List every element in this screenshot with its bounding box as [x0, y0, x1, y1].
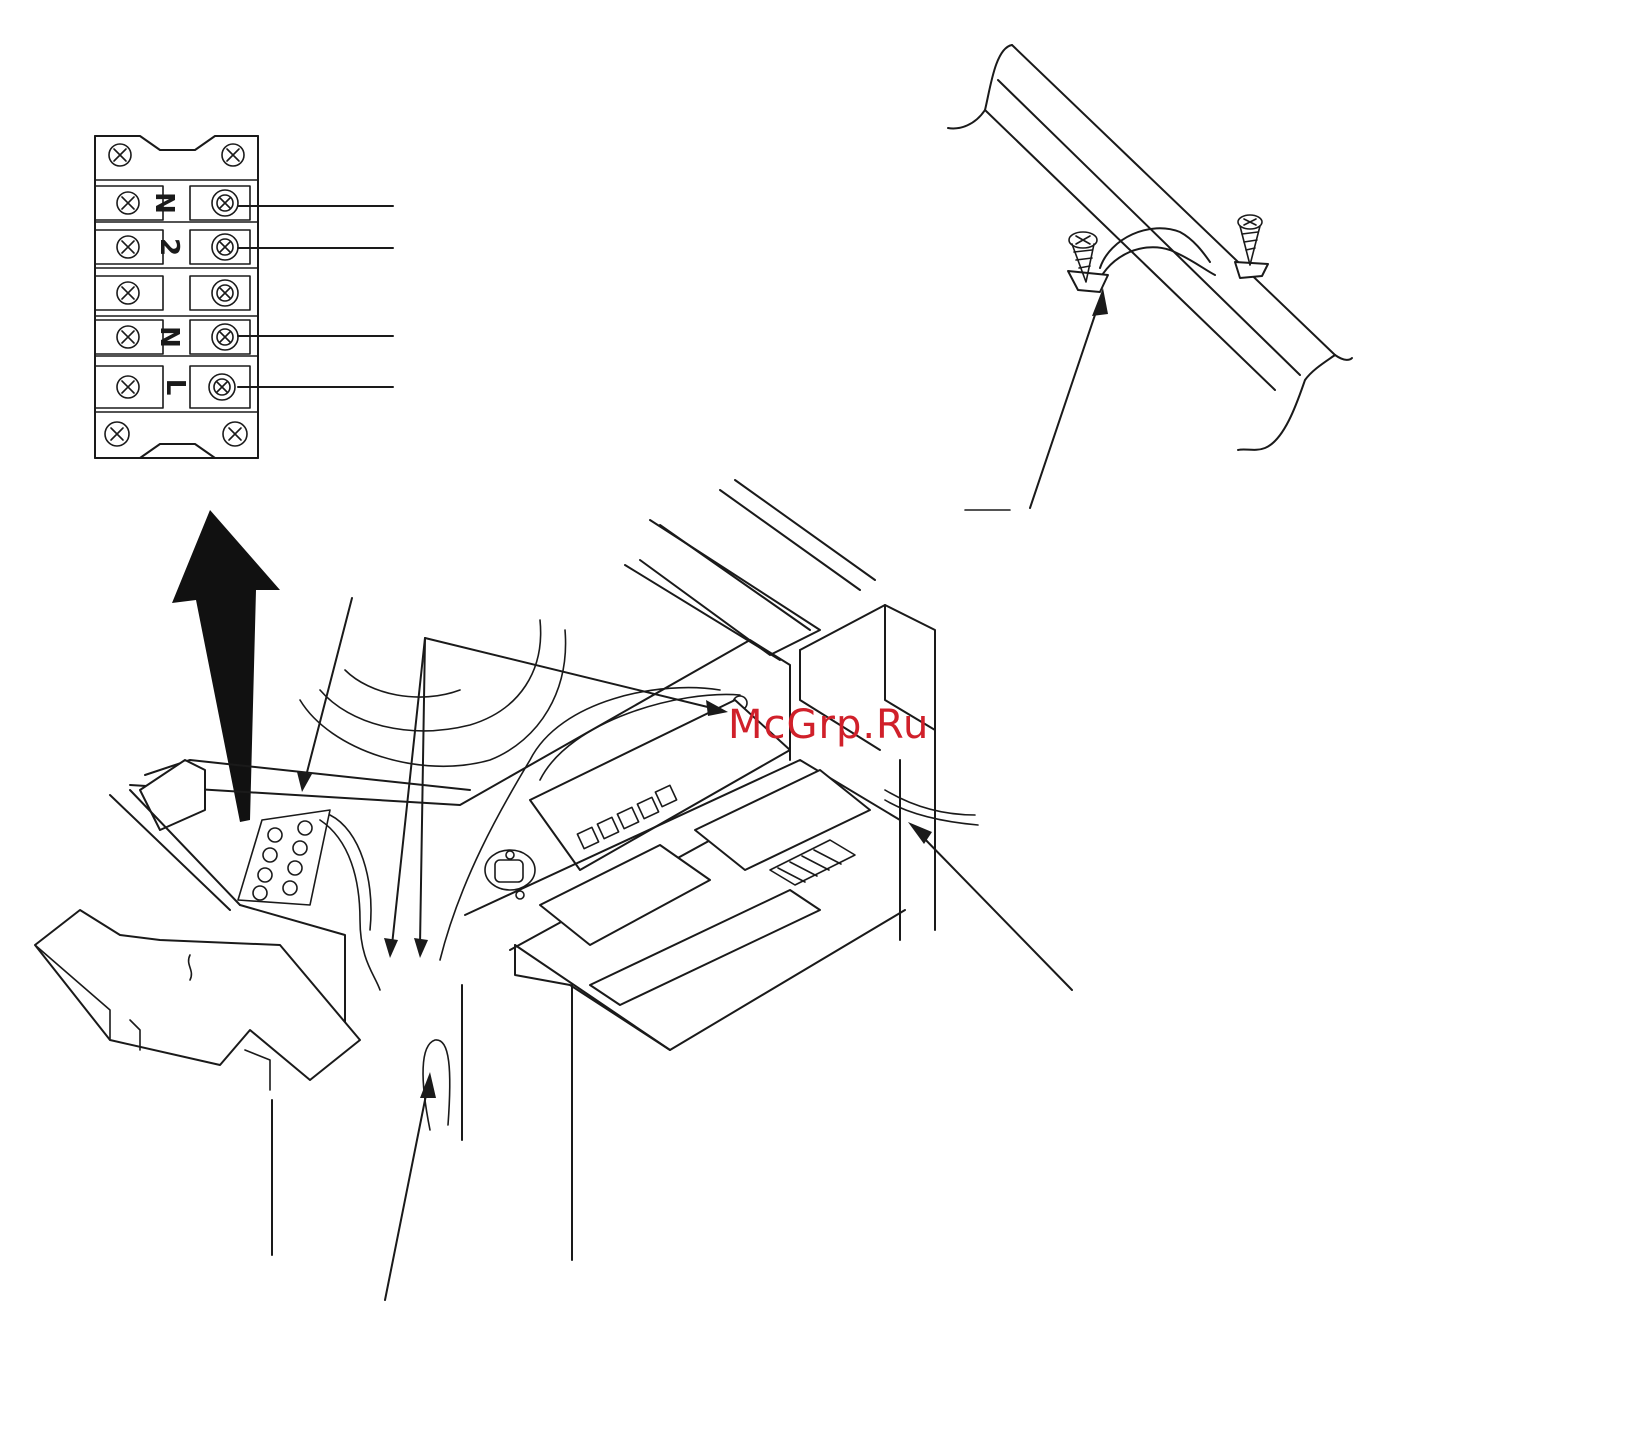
terminal-label-n-1: N — [149, 192, 179, 214]
terminal-label-n-2: N — [154, 326, 184, 348]
unit-drawing — [35, 480, 1072, 1300]
pipe-clamp-detail — [948, 45, 1352, 510]
terminal-label-2: 2 — [154, 238, 184, 256]
watermark-text: McGrp.Ru — [728, 702, 929, 748]
terminal-label-l: L — [160, 379, 190, 396]
terminal-block: N 2 N L — [95, 136, 393, 458]
